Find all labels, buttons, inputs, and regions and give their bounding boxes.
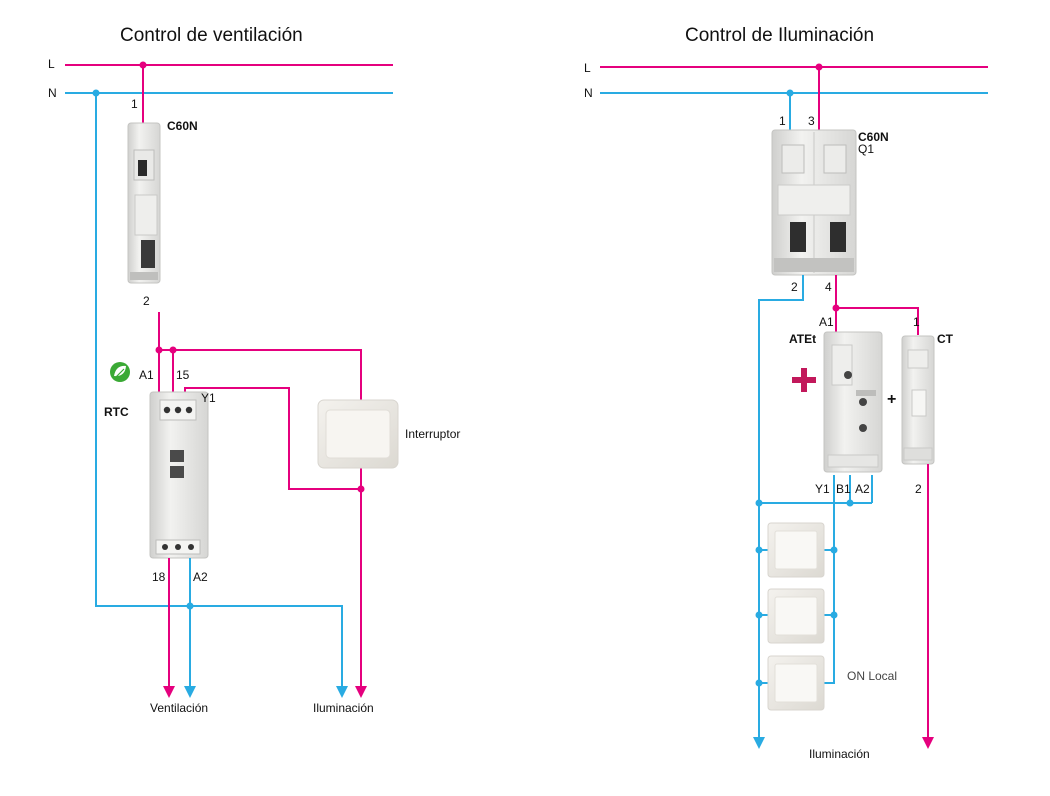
right-title: Control de Iluminación [685,25,874,46]
right-ct-name: CT [937,332,954,346]
right-breaker-c60n [771,129,857,276]
right-node-b1 [846,499,854,507]
left-rtc-18: 18 [152,570,166,584]
right-wire-y1 [824,475,835,684]
left-node-switch [357,485,365,493]
right-breaker-t1: 1 [779,114,786,128]
left-switch-interruptor [317,399,399,469]
left-rtc-15: 15 [176,368,190,382]
left-arrow-lighting-phase [355,686,367,698]
right-node-pb2-r [830,611,838,619]
right-node-pb1-r [830,546,838,554]
right-breaker-t2: 2 [791,280,798,294]
left-rtc-name: RTC [104,405,129,419]
left-label-N: N [48,86,57,100]
left-arrow-ventilation-neutral [184,686,196,698]
right-arrow-neutral [753,737,765,749]
left-node-N [92,89,100,97]
left-label-L: L [48,57,55,71]
right-plus-sign: + [887,391,896,408]
left-arrow-ventilation-phase [163,686,175,698]
right-breaker-ref: Q1 [858,142,874,156]
right-pushbutton-3 [767,655,825,711]
add-icon [792,368,816,392]
left-switch-label: Interruptor [405,427,460,441]
left-arrow-lighting-neutral [336,686,348,698]
right-node-pb1-l [755,546,763,554]
right-label-N: N [584,86,593,100]
right-on-local-label: ON Local [847,669,897,683]
right-atet-b1: B1 [836,482,851,496]
left-breaker-name: C60N [167,119,198,133]
left-rtc-a1: A1 [139,368,154,382]
right-breaker-t3: 3 [808,114,815,128]
right-ct-t2: 2 [915,482,922,496]
right-atet-name: ATEt [789,332,816,346]
right-pushbutton-1 [767,522,825,578]
left-rtc-a2: A2 [193,570,208,584]
right-node-N [786,89,794,97]
right-wire-to-ct [836,307,919,335]
left-wire-N [95,93,343,688]
left-title: Control de ventilación [120,25,303,46]
right-atet-device [823,331,883,473]
right-breaker-t4: 4 [825,280,832,294]
right-node-pb3-l [755,679,763,687]
left-breaker-term-1: 1 [131,97,138,111]
right-breaker-name: C60N [858,130,889,144]
right-arrow-phase [922,737,934,749]
right-node-L [815,63,823,71]
right-pushbutton-2 [767,588,825,644]
left-output-lighting: Iluminación [313,701,374,715]
left-node-L [139,61,147,69]
right-ct-device [901,335,935,465]
left-wire-to-switch [159,349,362,400]
right-ct-t1: 1 [913,315,920,329]
right-output-lighting: Iluminación [809,747,870,761]
left-breaker-c60n [127,122,161,284]
right-node-pb2-l [755,611,763,619]
left-breaker-term-2: 2 [143,294,150,308]
right-atet-a1: A1 [819,315,834,329]
right-atet-a2: A2 [855,482,870,496]
eco-icon [110,362,130,382]
left-output-ventilation: Ventilación [150,701,208,715]
right-atet-y1: Y1 [815,482,830,496]
left-rtc-device [149,391,209,559]
right-wire-neutral-main [758,275,804,740]
left-node-a2 [186,602,194,610]
left-rtc-y1: Y1 [201,391,216,405]
right-label-L: L [584,61,591,75]
